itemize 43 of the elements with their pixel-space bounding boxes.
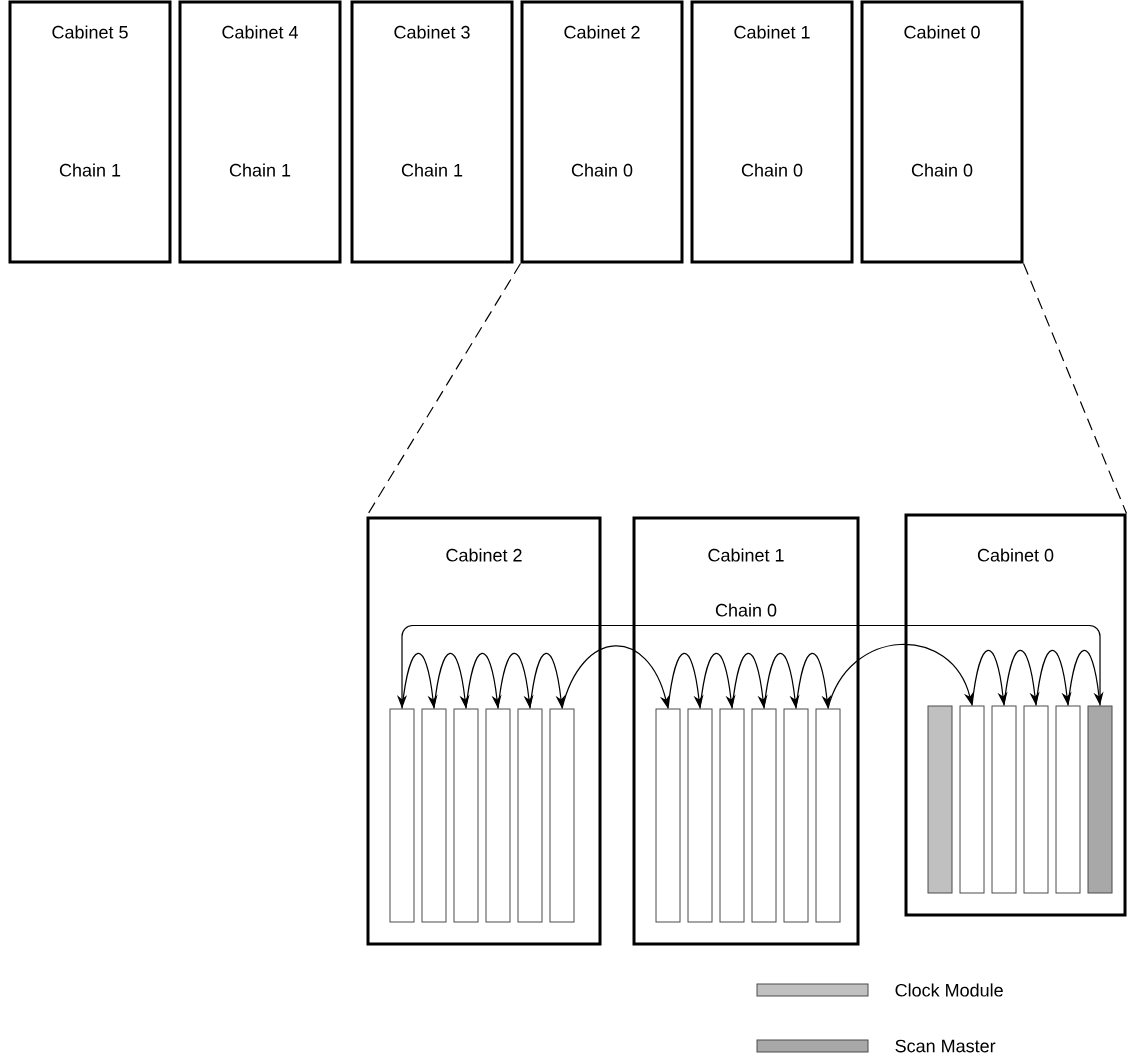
chain-arrow — [1035, 649, 1072, 707]
cabinet-box: Cabinet 5 Chain 1 — [8, 0, 172, 264]
chain-arrow — [433, 652, 470, 710]
legend-label: Scan Master — [895, 1039, 996, 1053]
module-bar — [421, 708, 447, 923]
cabinet-box: Cabinet 0 Chain 0 — [860, 0, 1024, 264]
chain-arrow — [1003, 649, 1040, 707]
chain-arrow — [667, 652, 704, 710]
cabinet-box: Cabinet 1 Chain 0 — [690, 0, 854, 264]
module-bar — [517, 708, 543, 923]
module-bar — [751, 708, 777, 923]
cabinet-box: Cabinet 2 Chain 0 — [520, 0, 684, 264]
chain-arrow — [699, 652, 736, 710]
chain-arrow — [827, 643, 974, 710]
module-bar — [389, 708, 415, 923]
module-bar — [1055, 705, 1081, 894]
chain-arrow — [465, 652, 502, 710]
chain-arrow — [497, 652, 534, 710]
cabinet-box: Cabinet 4 Chain 1 — [178, 0, 342, 264]
legend-label: Clock Module — [895, 983, 1003, 997]
zoom-line — [1022, 262, 1127, 515]
chain-arrow — [401, 652, 438, 710]
module-bar — [719, 708, 745, 923]
chain-arrow — [795, 652, 832, 710]
module-bar — [453, 708, 479, 923]
module-bar — [959, 705, 985, 894]
module-bar — [927, 705, 953, 894]
module-bar — [485, 708, 511, 923]
module-bar — [1087, 705, 1113, 894]
cabinet-box: Cabinet 3 Chain 1 — [350, 0, 514, 264]
module-bar — [1023, 705, 1049, 894]
chain-arrow — [1067, 649, 1104, 707]
chain-arrow — [561, 645, 670, 710]
chain-arrow — [529, 652, 566, 710]
chain-arrow — [731, 652, 768, 710]
module-bar — [783, 708, 809, 923]
module-bar — [687, 708, 713, 923]
module-bar — [655, 708, 681, 923]
chain-arrow — [971, 649, 1008, 707]
module-bar — [815, 708, 841, 923]
module-bar — [549, 708, 575, 923]
module-bar — [991, 705, 1017, 894]
chain-arrow — [763, 652, 800, 710]
